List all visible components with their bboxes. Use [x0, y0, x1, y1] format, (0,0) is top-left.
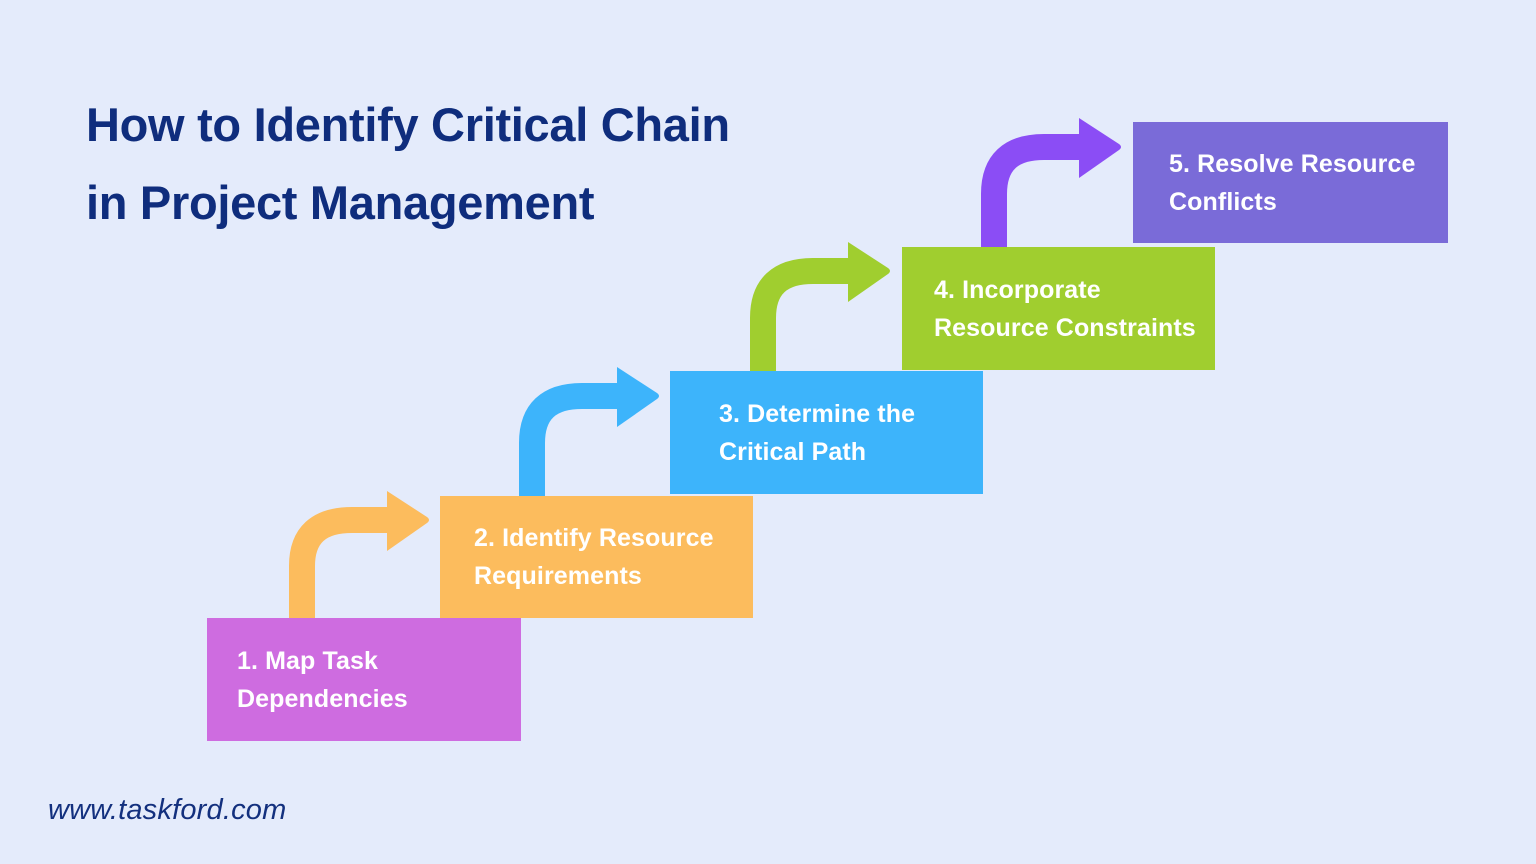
footer-website-url: www.taskford.com	[48, 794, 287, 826]
step-label-1: 1. Map Task Dependencies	[237, 646, 408, 713]
step-label-2: 2. Identify Resource Requirements	[474, 524, 714, 590]
page-title: How to Identify Critical Chain in Projec…	[86, 98, 730, 229]
arrow-step-3-to-step-4	[750, 242, 890, 385]
step-label-5: 5. Resolve Resource Conflicts	[1169, 149, 1416, 216]
arrow-step-2-to-step-3	[519, 367, 659, 510]
arrow-head-1	[387, 491, 429, 551]
arrow-head-2	[617, 367, 659, 427]
arrow-step-4-to-step-5	[981, 118, 1121, 261]
step-box-4[interactable]: 4. Incorporate Resource Constraints	[902, 247, 1215, 370]
arrow-head-4	[1079, 118, 1121, 178]
arrow-curve-2	[519, 383, 635, 510]
arrow-curve-4	[981, 134, 1097, 261]
step-box-2[interactable]: 2. Identify Resource Requirements	[440, 496, 753, 618]
arrow-curve-1	[289, 507, 405, 633]
step-box-5[interactable]: 5. Resolve Resource Conflicts	[1133, 122, 1448, 243]
step-box-3[interactable]: 3. Determine the Critical Path	[670, 371, 983, 494]
step-box-1[interactable]: 1. Map Task Dependencies	[207, 618, 521, 741]
step-label-3: 3. Determine the Critical Path	[719, 399, 916, 466]
arrow-step-1-to-step-2	[289, 491, 429, 633]
arrow-curve-3	[750, 258, 866, 385]
arrow-head-3	[848, 242, 890, 302]
step-label-4: 4. Incorporate Resource Constraints	[934, 275, 1196, 342]
